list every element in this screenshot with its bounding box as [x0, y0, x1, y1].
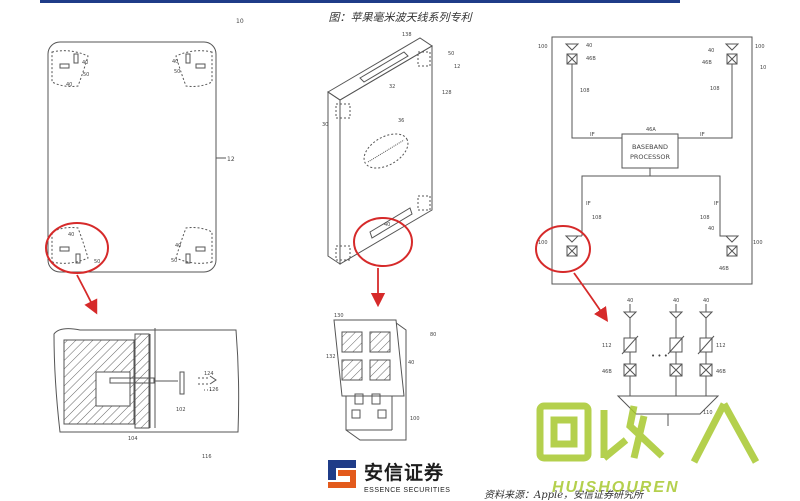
watermark-text: HUISHOUREN: [552, 479, 680, 496]
fig3-label-100b: 100: [755, 44, 765, 50]
if-label-1: IF: [590, 132, 595, 138]
fig6-phased-array: [616, 304, 720, 426]
fig1-label-40d: 40: [68, 232, 74, 238]
fig1-label-50d: 50: [171, 258, 177, 264]
figure-caption: 图：苹果毫米波天线系列专利: [328, 11, 472, 24]
logo-english-name: ESSENCE SECURITIES: [364, 487, 451, 494]
fig5-label-80: 80: [430, 332, 436, 338]
highlight-circle-1: [45, 222, 109, 274]
fig6-label-112b: 112: [716, 343, 726, 349]
fig3-label-100d: 100: [753, 240, 763, 246]
fig6-label-40a: 40: [627, 298, 633, 304]
header-bar: [40, 0, 680, 3]
fig3-label-46b-a: 46B: [586, 56, 596, 62]
fig1-label-50: 50: [83, 72, 89, 78]
fig1-ref-label: 10: [236, 18, 244, 25]
fig5-antenna-module: [333, 319, 407, 441]
fig5-label-132: 132: [326, 354, 336, 360]
fig4-cross-section: [53, 328, 240, 433]
fig1-label-50b: 50: [174, 69, 180, 75]
fig6-dots: • • •: [651, 352, 668, 360]
fig2-label-40: 40: [384, 222, 390, 228]
fig3-label-46b-b: 46B: [702, 60, 712, 66]
recycle-logo-icon: [536, 402, 760, 464]
fig2-label-top: 138: [402, 32, 412, 38]
fig4-label-102: 102: [176, 407, 186, 413]
fig6-label-40b: 40: [673, 298, 679, 304]
fig2-label-128: 128: [442, 90, 452, 96]
highlight-circle-2: [353, 217, 413, 267]
fig2-label-12: 12: [454, 64, 460, 70]
fig3-label-40c: 40: [708, 226, 714, 232]
fig1-body-label: 12: [227, 156, 235, 163]
fig5-label-130: 130: [334, 313, 344, 319]
fig3-label-108c: 108: [592, 215, 602, 221]
fig3-label-46b-c: 46B: [719, 266, 729, 272]
fig4-label-124: 124: [204, 371, 214, 377]
fig6-label-110: 110: [703, 410, 713, 416]
essence-logo-icon: [328, 460, 356, 488]
fig6-label-112a: 112: [602, 343, 612, 349]
if-label-2: IF: [700, 132, 705, 138]
fig1-label-40c: 40: [172, 59, 178, 65]
fig3-baseband-schematic: [551, 36, 753, 285]
fig3-label-40a: 40: [586, 43, 592, 49]
fig6-label-46b-b: 46B: [716, 369, 726, 375]
fig1-label-40: 40: [82, 60, 88, 66]
fig3-label-108b: 108: [710, 86, 720, 92]
highlight-arrow-3: [573, 272, 608, 322]
if-label-4: IF: [714, 201, 719, 207]
fig2-label-side: 50: [448, 51, 454, 57]
essence-securities-logo: 安信证券 ESSENCE SECURITIES: [326, 456, 466, 500]
fig4-label-126: 126: [209, 387, 219, 393]
if-label-3: IF: [586, 201, 591, 207]
fig2-label-36: 36: [398, 118, 404, 124]
fig6-label-40c: 40: [703, 298, 709, 304]
fig1-label-40b: 40: [66, 82, 72, 88]
fig2-label-32: 32: [389, 84, 395, 90]
fig1-label-50c: 50: [94, 259, 100, 265]
fig2-device-perspective: [327, 37, 433, 265]
fig1-label-40e: 40: [175, 243, 181, 249]
baseband-label-line2: PROCESSOR: [630, 153, 671, 161]
fig3-label-100c: 100: [538, 240, 548, 246]
fig1-phone-outline: [47, 41, 226, 273]
highlight-arrow-1: [76, 274, 98, 315]
fig4-label-104: 104: [128, 436, 138, 442]
fig5-label-40: 40: [408, 360, 414, 366]
baseband-ref: 46A: [646, 127, 656, 133]
fig3-label-108a: 108: [580, 88, 590, 94]
logo-chinese-name: 安信证券: [364, 462, 445, 484]
baseband-label-line1: BASEBAND: [632, 143, 668, 151]
fig6-label-46b-a: 46B: [602, 369, 612, 375]
fig3-label-10: 10: [760, 65, 766, 71]
source-note: 资料来源：Apple，安信证券研究所: [484, 490, 644, 501]
fig3-label-108d: 108: [700, 215, 710, 221]
fig3-label-40b: 40: [708, 48, 714, 54]
fig4-label-116: 116: [202, 454, 212, 460]
fig2-label-30: 30: [322, 122, 328, 128]
fig3-label-100a: 100: [538, 44, 548, 50]
fig5-label-100: 100: [410, 416, 420, 422]
highlight-circle-3: [535, 225, 591, 273]
